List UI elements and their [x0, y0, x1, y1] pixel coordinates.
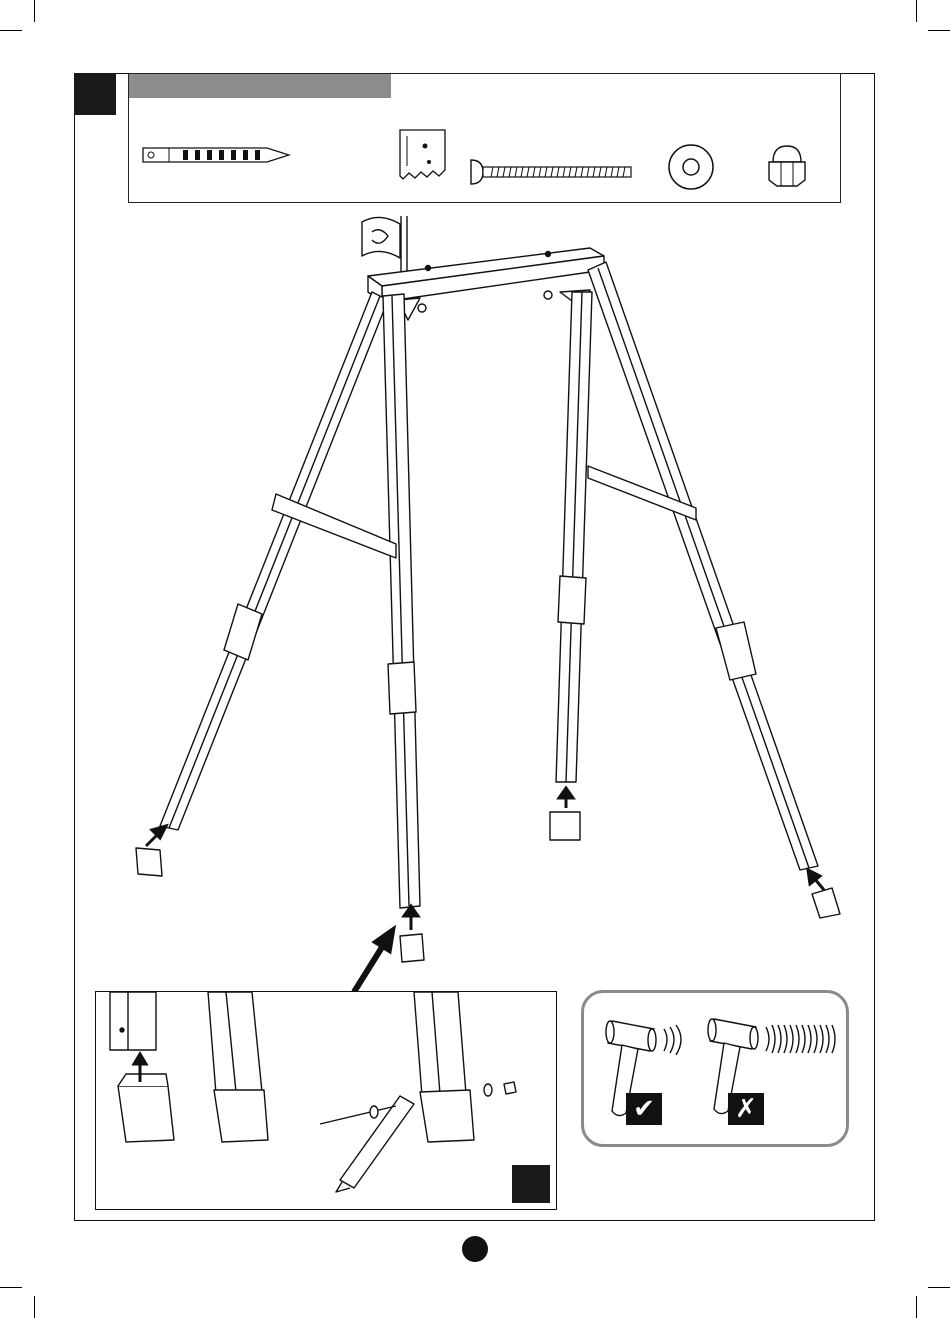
wrong-cross-icon: ✗: [728, 1093, 764, 1125]
page-number-dot: [462, 1236, 488, 1262]
detail-inset: [95, 991, 557, 1210]
hammer-guide-panel: ✔ ✗: [581, 990, 849, 1147]
flag-marker-icon: [362, 216, 407, 276]
detail-step-box: [512, 1165, 550, 1203]
correct-check-icon: ✔: [626, 1093, 662, 1125]
detail-drawing: [96, 992, 556, 1209]
hammer-drawing: [584, 993, 846, 1144]
